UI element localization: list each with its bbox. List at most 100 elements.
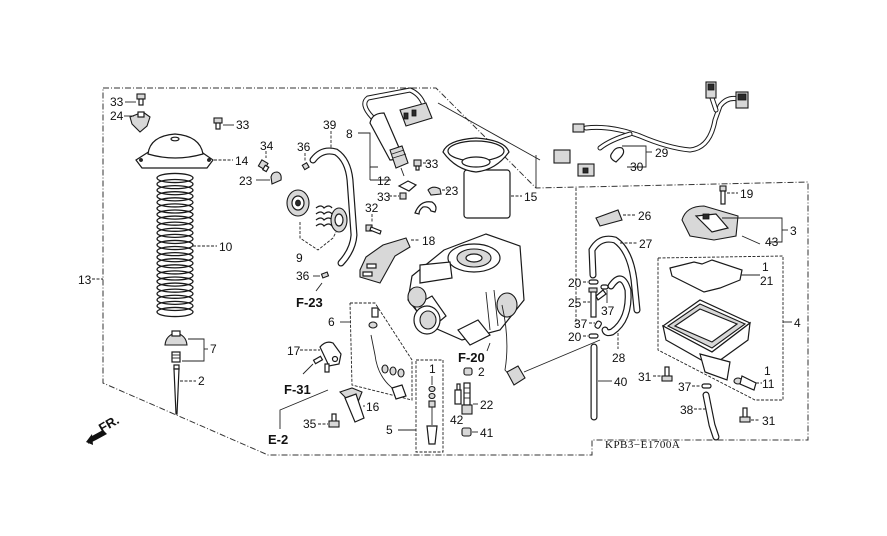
callout-36-top: 36 (297, 140, 311, 154)
part-gasket-21 (669, 259, 743, 293)
spring-coil (156, 282, 194, 293)
callout-29: 29 (655, 146, 669, 160)
arrow-e2 (279, 389, 329, 429)
callout-24: 24 (110, 109, 124, 123)
callout-labels: 13 33 24 33 14 10 7 2 FR. 34 23 36 39 9 … (78, 95, 801, 451)
part-carburetor-body (407, 233, 525, 346)
callout-2-needle: 2 (198, 374, 205, 388)
spring-coil (156, 288, 194, 299)
spring-coil (156, 203, 194, 214)
callout-13: 13 (78, 273, 92, 287)
part-holder-26 (595, 209, 623, 227)
arrow-f20 (486, 342, 491, 352)
spring-coil (156, 258, 194, 269)
callout-30: 30 (630, 160, 644, 174)
callout-20-top: 20 (568, 276, 582, 290)
part-gasket-12 (397, 180, 418, 192)
callout-41: 41 (480, 426, 494, 440)
spring-coil (156, 197, 194, 208)
part-bracket-18 (359, 237, 411, 284)
callout-20-bottom: 20 (568, 330, 582, 344)
callout-10: 10 (219, 240, 233, 254)
spring-coil (156, 245, 194, 257)
bracket-8 (358, 132, 378, 168)
arrow-f23 (315, 282, 323, 292)
part-drain-tube-38 (702, 391, 720, 441)
callout-7: 7 (210, 342, 217, 356)
callout-35: 35 (303, 417, 317, 431)
callout-33-choke: 33 (425, 157, 439, 171)
callout-18: 18 (422, 234, 436, 248)
spring-coil (156, 178, 194, 190)
part-sensor-connector (501, 304, 526, 386)
callout-2-jet: 2 (478, 365, 485, 379)
part-bolt-33-cover (213, 117, 223, 130)
callout-6: 6 (328, 315, 335, 329)
part-jet-needle-2 (173, 364, 180, 415)
callout-8: 8 (346, 127, 353, 141)
part-clip-20-top (588, 279, 599, 285)
part-top-cover-14 (135, 133, 214, 169)
spring-coil (156, 300, 194, 312)
callout-11: 11 (762, 377, 775, 391)
part-spring-10 (156, 172, 194, 318)
spring-coil (156, 294, 194, 306)
part-clamp-23-left (270, 171, 282, 185)
connector-leader (523, 339, 601, 373)
callout-12: 12 (377, 174, 391, 188)
part-clip-20-bottom (588, 333, 599, 339)
spring-coil (156, 306, 194, 318)
part-bolt-32 (365, 224, 382, 235)
part-drain-screw-11 (733, 375, 757, 391)
bracket-5 (415, 359, 444, 453)
part-screw-33-lower (399, 192, 407, 200)
callout-5: 5 (386, 423, 393, 437)
part-cap-36-top (301, 162, 310, 171)
part-main-jet-22 (461, 382, 473, 415)
callout-37-upper: 37 (601, 304, 615, 318)
part-pin-43 (741, 235, 761, 245)
callout-1-pilot: 1 (429, 362, 436, 376)
spring-coil (156, 233, 194, 245)
spring-coil (156, 264, 194, 275)
spring-coil (156, 276, 194, 287)
ref-f31: F-31 (284, 382, 311, 397)
callout-42: 42 (450, 413, 464, 427)
callout-4: 4 (794, 316, 801, 330)
part-throttle-link-17 (312, 341, 342, 373)
bracket-6 (349, 302, 413, 401)
bracket-9 (299, 222, 337, 251)
part-clip-37-mid (594, 320, 602, 329)
callout-32: 32 (365, 201, 379, 215)
callout-28: 28 (612, 351, 626, 365)
part-hose-27 (588, 235, 641, 314)
part-bolt-35 (328, 413, 340, 428)
callout-27: 27 (639, 237, 653, 251)
part-choke-set-9 (286, 189, 348, 233)
spring-coil (156, 239, 194, 251)
part-bracket-16 (338, 387, 365, 423)
callout-22: 22 (480, 398, 494, 412)
spring-coil (156, 251, 194, 263)
bracket-7 (182, 338, 205, 362)
spring-coil (156, 184, 194, 196)
part-needle-holder-7 (164, 330, 188, 363)
ref-f20: F-20 (458, 350, 485, 365)
callout-23-left: 23 (239, 174, 253, 188)
part-screw-34 (257, 159, 270, 173)
spring-coil (156, 172, 194, 184)
part-clip-37-upper (600, 284, 609, 290)
callout-31-right: 31 (762, 414, 776, 428)
part-cap-36-bottom (320, 271, 330, 279)
part-clamp-23-right (427, 186, 442, 196)
callout-38: 38 (680, 403, 694, 417)
front-direction-arrow (86, 430, 107, 445)
part-bolt-19 (719, 185, 727, 205)
callout-39: 39 (323, 118, 337, 132)
part-auto-choke-8 (362, 87, 433, 177)
part-nut-41 (461, 427, 472, 437)
part-clip-37-lower (701, 383, 712, 389)
callout-15: 15 (524, 190, 538, 204)
ref-e2: E-2 (268, 432, 288, 447)
